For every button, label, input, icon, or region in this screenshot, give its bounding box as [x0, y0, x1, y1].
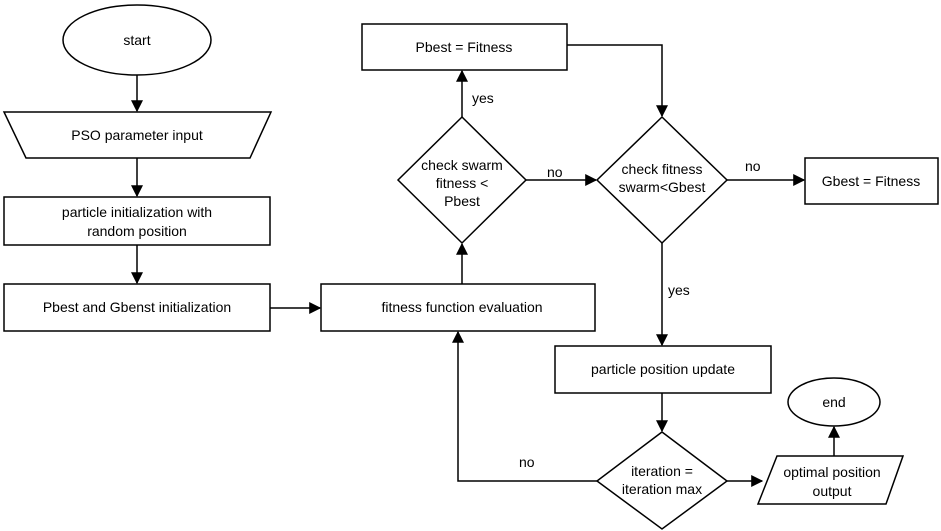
pbest-equals-fitness-node: Pbest = Fitness: [361, 23, 568, 71]
iteration-label-line1: iteration =: [631, 463, 693, 479]
end-label: end: [822, 394, 845, 410]
pso-input-label: PSO parameter input: [71, 127, 203, 143]
optimal-output-label-line1: optimal position: [783, 464, 880, 480]
pso-parameter-input-node: PSO parameter input: [2, 111, 273, 159]
check-fitness-label-line1: check fitness: [622, 161, 703, 177]
check-fitness-gbest-decision: check fitness swarm<Gbest: [595, 115, 729, 245]
particle-init-label-line1: particle initialization with: [62, 204, 212, 220]
iteration-label-line2: iteration max: [622, 481, 702, 497]
gbest-eq-label: Gbest = Fitness: [822, 173, 920, 189]
edge-label-no-gbest: no: [745, 158, 761, 174]
fitness-evaluation-node: fitness function evaluation: [320, 283, 596, 332]
check-swarm-fitness-decision: check swarm fitness < Pbest: [396, 115, 528, 245]
position-update-label: particle position update: [591, 361, 735, 377]
check-swarm-label-line1: check swarm: [421, 157, 503, 173]
edge-label-no-loop: no: [519, 454, 535, 470]
gbest-equals-fitness-node: Gbest = Fitness: [804, 157, 939, 205]
edge-iteration-loop-to-eval: [452, 330, 597, 482]
check-swarm-label-line3: Pbest: [444, 193, 480, 209]
start-node: start: [62, 4, 212, 76]
check-fitness-label-line2: swarm<Gbest: [619, 179, 706, 195]
particle-initialization-node: particle initialization with random posi…: [3, 196, 271, 246]
edge-label-no-check-fitness: no: [547, 164, 563, 180]
edge-label-yes-pbest: yes: [472, 90, 494, 106]
optimal-position-output-node: optimal position output: [756, 455, 905, 505]
particle-init-label-line2: random position: [87, 223, 187, 239]
iteration-check-decision: iteration = iteration max: [595, 431, 729, 530]
end-node: end: [787, 377, 881, 427]
pbest-gbest-initialization-node: Pbest and Gbenst initialization: [3, 283, 271, 332]
fitness-eval-label: fitness function evaluation: [381, 299, 542, 315]
check-swarm-label-line2: fitness <: [436, 175, 489, 191]
pbest-eq-label: Pbest = Fitness: [416, 39, 513, 55]
edge-pbest-to-check-fitness: [567, 44, 668, 118]
optimal-output-label-line2: output: [813, 483, 852, 499]
start-label: start: [123, 32, 150, 48]
particle-position-update-node: particle position update: [554, 345, 772, 394]
pbest-gbest-init-label: Pbest and Gbenst initialization: [43, 299, 231, 315]
edge-label-yes-update: yes: [668, 282, 690, 298]
